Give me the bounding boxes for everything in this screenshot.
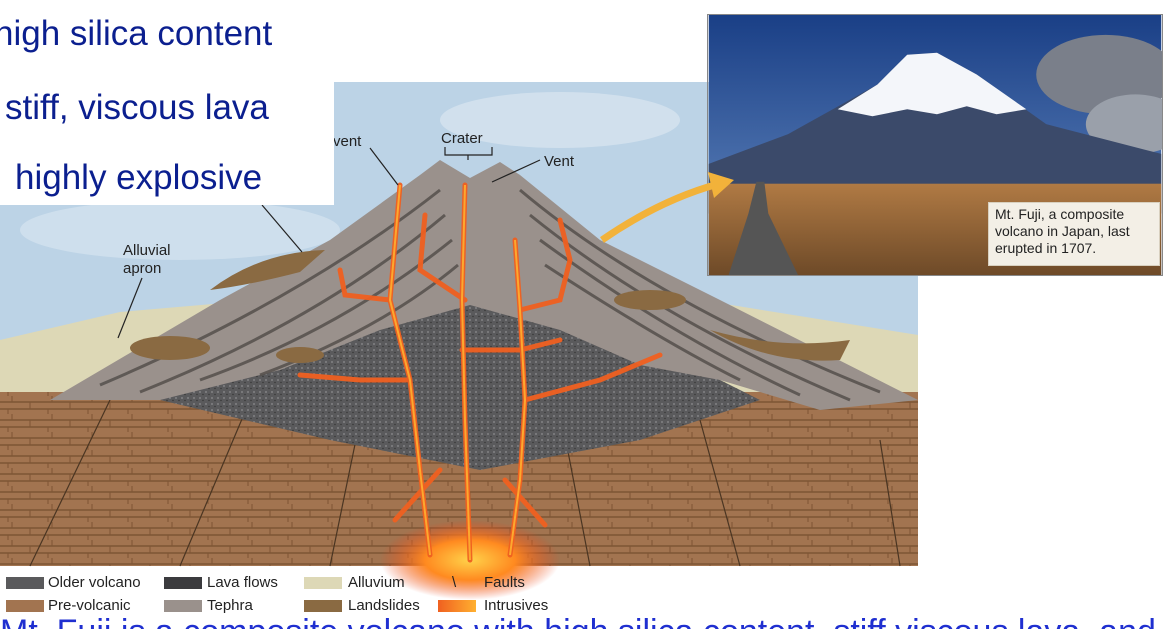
bullet-high-silica: high silica content [0, 14, 273, 53]
legend-swatch-landslides [304, 600, 342, 612]
legend-swatch-alluvium [304, 577, 342, 589]
caption-line3: erupted in 1707. [995, 240, 1097, 256]
crater-label: Crater [441, 130, 483, 147]
legend-lava-flows: Lava flows [207, 574, 278, 591]
legend-alluvium: Alluvium [348, 574, 405, 591]
alluvial-label-line1: Alluvial [123, 242, 171, 259]
callout-arrow [600, 172, 734, 243]
legend-swatch-lava-flows [164, 577, 202, 589]
label-leader-lines [117, 147, 541, 339]
caption-line2: volcano in Japan, last [995, 223, 1130, 239]
landslide-deposits [130, 250, 850, 363]
photo-caption: Mt. Fuji, a composite volcano in Japan, … [988, 202, 1160, 266]
tephra-cone [50, 160, 918, 410]
vent-label-left: vent [333, 133, 362, 150]
legend-older-volcano: Older volcano [48, 574, 141, 591]
older-volcano-core [160, 250, 760, 470]
cloud-shape [440, 92, 680, 148]
legend-swatch-intrusives [438, 600, 476, 612]
caption-line1: Mt. Fuji, a composite [995, 206, 1125, 222]
legend-intrusives: Intrusives [484, 597, 549, 614]
legend-tephra: Tephra [207, 597, 253, 614]
legend-faults: Faults [484, 574, 525, 591]
bottom-text-cutoff: Mt. Fuji is a composite volcano with hig… [0, 612, 1164, 629]
intrusive-magma [297, 182, 663, 600]
cloud-shape [20, 200, 340, 260]
bullet-viscous-lava: stiff, viscous lava [5, 88, 269, 127]
alluvial-label-line2: apron [123, 260, 161, 277]
bullet-background [0, 0, 700, 82]
legend-swatch-tephra [164, 600, 202, 612]
legend-swatch-older-volcano [6, 577, 44, 589]
legend-landslides: Landslides [348, 597, 420, 614]
legend-faults-symbol: \ [452, 574, 457, 591]
vent-label-right: Vent [544, 153, 575, 170]
bullet-explosive: highly explosive [15, 158, 263, 197]
legend-pre-volcanic: Pre-volcanic [48, 597, 131, 614]
legend-swatch-pre-volcanic [6, 600, 44, 612]
